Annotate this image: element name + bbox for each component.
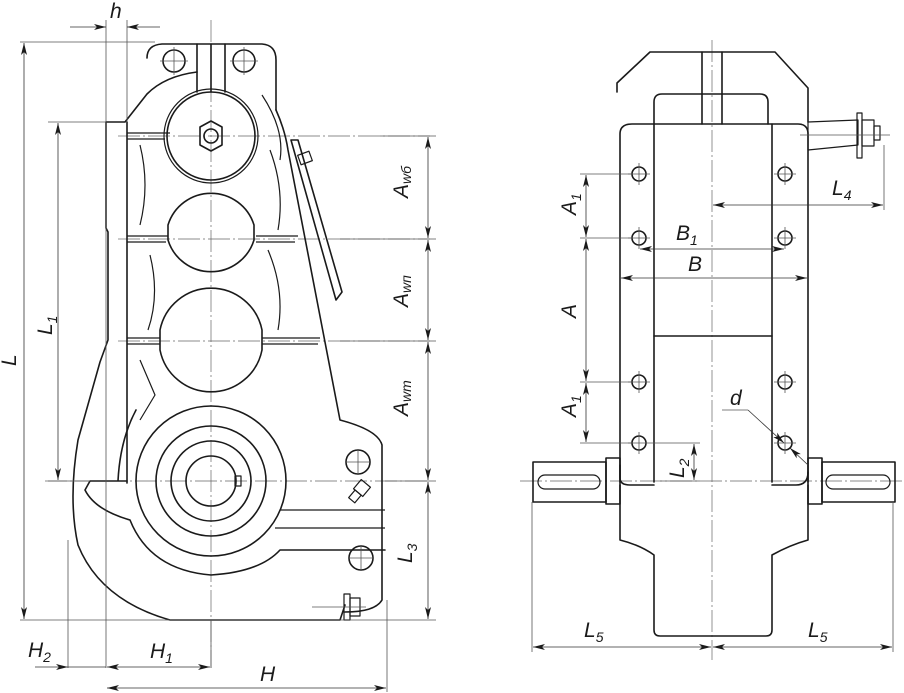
inner-pocket-lines xyxy=(139,144,156,421)
label-B1: B1 xyxy=(676,222,698,248)
top-rib-side xyxy=(701,51,723,125)
side-view-dimensions xyxy=(531,145,894,652)
label-H2: H2 xyxy=(28,639,51,665)
housing-outer-right xyxy=(275,109,383,613)
input-bearing-housing xyxy=(166,91,256,181)
rib-3 xyxy=(127,337,320,345)
label-L2: L2 xyxy=(666,458,692,478)
housing-top-left xyxy=(105,71,198,123)
output-bearing-outer xyxy=(135,405,287,557)
label-Awt: Awт xyxy=(390,380,414,418)
rib-2 xyxy=(127,235,298,243)
label-L3: L3 xyxy=(394,543,420,563)
output-shaft-bore xyxy=(185,455,237,507)
second-bearing xyxy=(159,287,263,393)
base-rib xyxy=(275,509,385,529)
label-h: h xyxy=(110,0,122,23)
input-bearing-outer xyxy=(163,88,259,184)
label-L: L xyxy=(0,354,21,366)
input-shaft-end xyxy=(203,128,219,144)
label-L1: L1 xyxy=(34,316,60,335)
drain-plug xyxy=(312,593,366,621)
label-B: B xyxy=(688,253,702,276)
front-view xyxy=(45,20,430,668)
label-L5-right: L5 xyxy=(808,619,828,645)
lower-body xyxy=(619,484,809,637)
label-L5-left: L5 xyxy=(584,619,604,645)
oil-plug-upper xyxy=(348,478,372,504)
lower-corner-left xyxy=(619,464,655,486)
label-H1: H1 xyxy=(150,640,173,666)
rib-1 xyxy=(127,132,170,140)
input-fitting xyxy=(800,112,890,159)
label-A: A xyxy=(558,304,581,320)
side-view xyxy=(520,40,904,660)
front-view-dimensions xyxy=(20,20,436,692)
output-housing-contour xyxy=(84,409,386,576)
output-bearing-inner xyxy=(170,440,252,522)
side-body-inner xyxy=(653,123,773,483)
right-shaft xyxy=(807,457,896,505)
label-L4: L4 xyxy=(832,177,852,203)
label-H: H xyxy=(260,663,276,686)
cover-bolt xyxy=(297,150,313,166)
left-shaft xyxy=(532,457,621,505)
housing-outer-left xyxy=(72,121,346,621)
inner-pocket-lines-right xyxy=(261,94,282,331)
mounting-holes xyxy=(628,163,796,454)
top-cover xyxy=(616,51,809,123)
inspection-cover xyxy=(290,139,343,301)
top-cover-inner xyxy=(653,93,769,125)
lower-corner-right xyxy=(771,471,809,486)
input-nut xyxy=(199,120,223,152)
intermediate-bearing xyxy=(167,192,255,273)
label-Awp: Awп xyxy=(390,275,414,309)
output-bearing-ring xyxy=(155,425,267,537)
top-rib xyxy=(196,43,226,93)
label-A1-top: A1 xyxy=(558,193,584,217)
label-d: d xyxy=(730,387,743,410)
label-A1-bottom: A1 xyxy=(558,395,584,419)
label-Awb: Awб xyxy=(390,165,414,200)
keyway xyxy=(234,475,242,487)
top-lug-outline xyxy=(146,43,277,111)
